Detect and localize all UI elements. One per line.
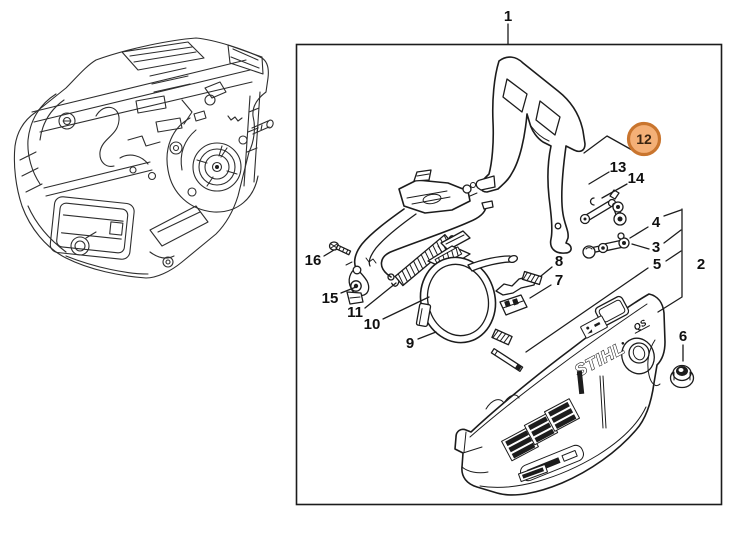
highlighted-callout-label[interactable]: 12 — [636, 131, 652, 147]
brake-mechanism-part — [345, 169, 478, 305]
callout-6[interactable]: 6 — [679, 328, 687, 345]
wire-spring-part — [380, 200, 494, 281]
callout-2[interactable]: 2 — [697, 256, 705, 273]
callout-15[interactable]: 15 — [322, 290, 339, 307]
hand-guard-part — [475, 56, 586, 254]
powerhead-thumbnail[interactable] — [13, 37, 274, 279]
callout-13[interactable]: 13 — [610, 159, 627, 176]
block-part-7 — [499, 294, 528, 316]
callout-10[interactable]: 10 — [364, 316, 381, 333]
callout-16[interactable]: 16 — [305, 252, 322, 269]
callout-14[interactable]: 14 — [628, 170, 645, 187]
brake-band-part — [415, 254, 519, 344]
sprocket-cover-part: QS STIHL — [454, 293, 666, 496]
lever-parts-13-14 — [579, 189, 627, 226]
rod-part — [490, 347, 524, 373]
callout-labels: 1 2 3 4 5 6 7 8 9 10 11 13 14 15 16 — [305, 8, 706, 352]
callout-7[interactable]: 7 — [555, 272, 563, 289]
callout-11[interactable]: 11 — [347, 304, 363, 321]
callout-9[interactable]: 9 — [406, 335, 414, 352]
callout-8[interactable]: 8 — [555, 253, 563, 270]
highlighted-callout-12[interactable]: 12 — [626, 121, 662, 157]
link-parts-3-4 — [582, 232, 630, 259]
callout-3[interactable]: 3 — [652, 239, 660, 256]
flat-bracket-part — [437, 230, 471, 253]
callout-leader-lines — [323, 23, 684, 362]
callout-4[interactable]: 4 — [652, 214, 661, 231]
callout-5[interactable]: 5 — [653, 256, 661, 273]
lever-part-8 — [495, 270, 543, 296]
callout-1[interactable]: 1 — [504, 8, 512, 25]
pin-part — [491, 328, 513, 346]
collar-nut-part — [669, 364, 695, 389]
